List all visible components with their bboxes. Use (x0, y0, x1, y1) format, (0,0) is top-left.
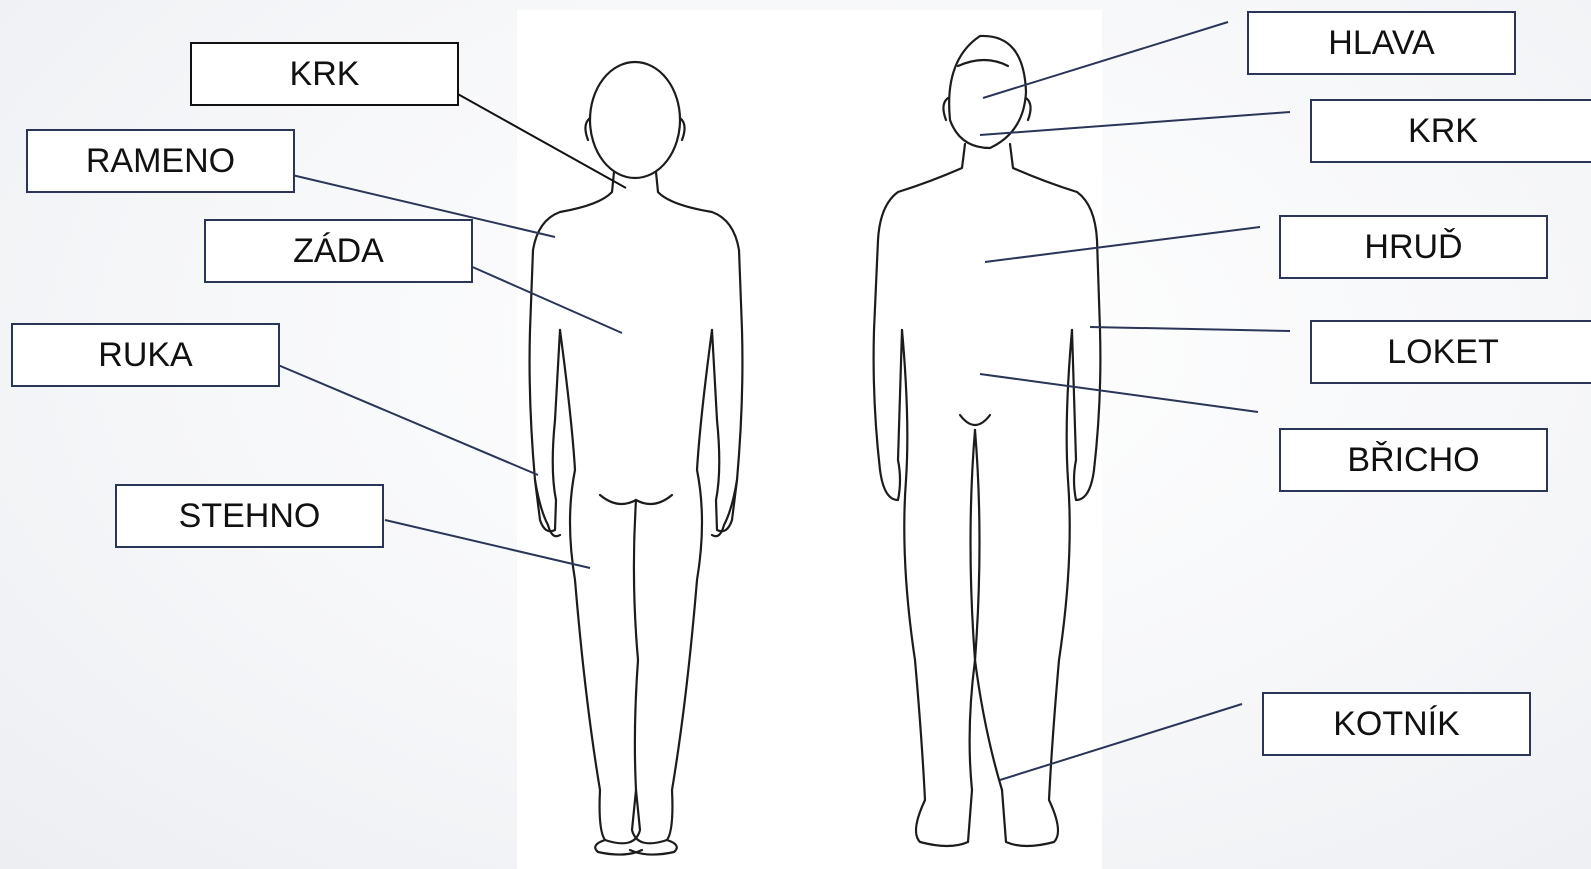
leader-back-zada (468, 265, 622, 333)
leader-back-stehno (385, 520, 590, 568)
label-front-loket: LOKET (1310, 320, 1591, 384)
label-front-kotnik: KOTNÍK (1262, 692, 1531, 756)
leader-back-ruka (278, 365, 538, 475)
label-back-stehno: STEHNO (115, 484, 384, 548)
leader-front-krk (980, 112, 1290, 135)
leader-front-hlava (983, 22, 1228, 98)
label-back-ruka: RUKA (11, 323, 280, 387)
label-front-krk: KRK (1310, 99, 1591, 163)
leader-front-hrud (985, 227, 1260, 262)
leader-front-bricho (980, 374, 1258, 412)
label-back-rameno: RAMENO (26, 129, 295, 193)
label-back-krk: KRK (190, 42, 459, 106)
leader-front-loket (1090, 327, 1290, 331)
label-back-zada: ZÁDA (204, 219, 473, 283)
leader-front-kotnik (1000, 704, 1242, 780)
label-front-hrud: HRUĎ (1279, 215, 1548, 279)
label-front-hlava: HLAVA (1247, 11, 1516, 75)
leader-back-krk (447, 88, 626, 188)
label-front-bricho: BŘICHO (1279, 428, 1548, 492)
